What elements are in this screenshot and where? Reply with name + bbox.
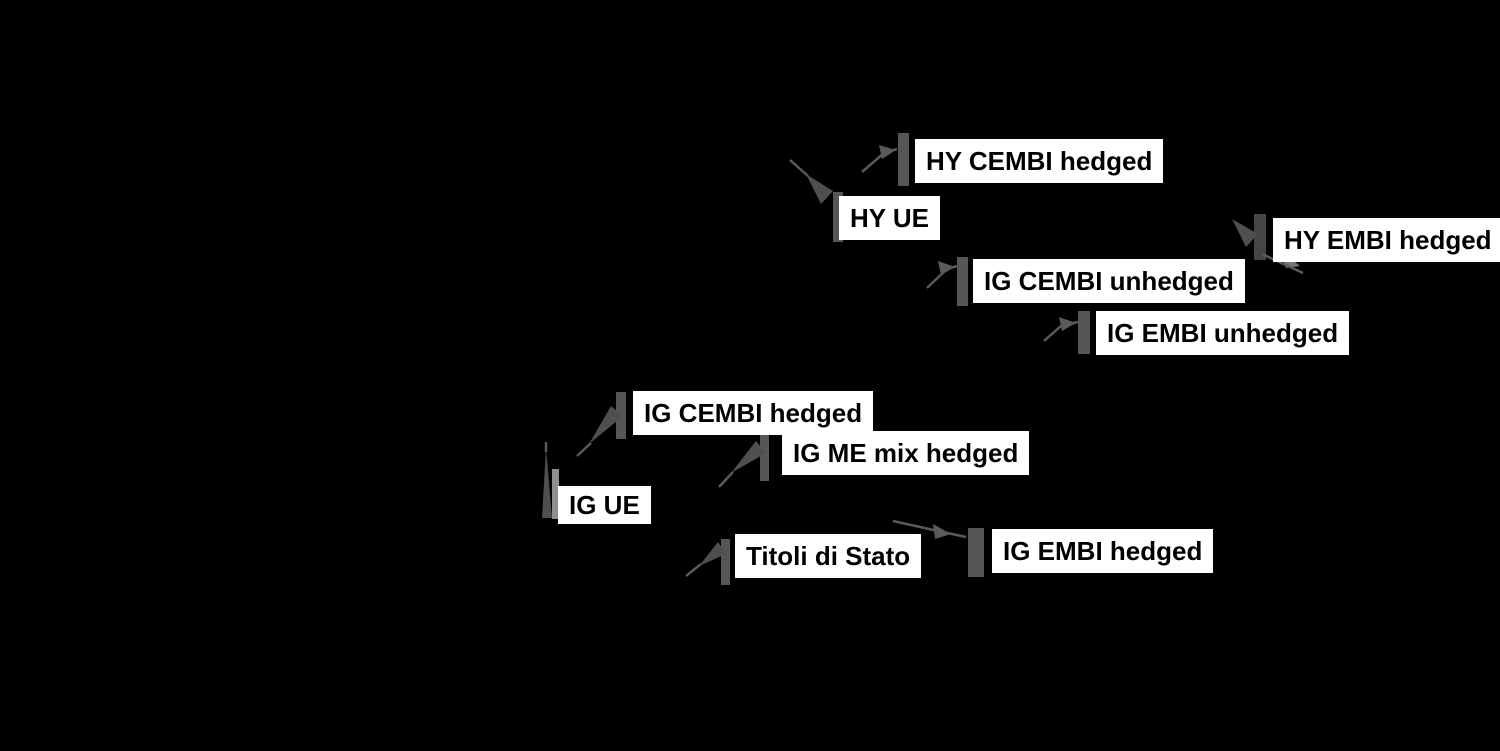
- marker-bar-titoli-di-stato: [721, 539, 730, 585]
- arrow-tail-ig-me-mix-hedged: [718, 471, 734, 488]
- arrow-tail-hy-ue: [789, 159, 809, 177]
- arrow-wedge-ig-cembi-hedged: [589, 406, 623, 444]
- marker-bar-hy-ue: [833, 192, 843, 242]
- annotation-label-ig-ue: IG UE: [558, 486, 651, 524]
- annotation-label-ig-embi-hedged: IG EMBI hedged: [992, 529, 1214, 573]
- marker-bar-hy-embi-hedged: [1254, 214, 1266, 260]
- arrow-wedge-ig-ue: [542, 448, 552, 518]
- annotation-label-ig-embi-unhedged: IG EMBI unhedged: [1096, 311, 1350, 355]
- marker-bar-ig-ue: [552, 469, 559, 519]
- annotation-label-hy-cembi-hedged: HY CEMBI hedged: [915, 139, 1164, 183]
- arrow-wedge-hy-ue: [806, 174, 833, 204]
- marker-bar-ig-me-mix-hedged: [760, 433, 769, 481]
- marker-bar-ig-embi-hedged: [968, 528, 984, 577]
- arrow-tail-hy-embi-hedged: [1261, 252, 1304, 275]
- marker-bar-ig-embi-unhedged: [1078, 311, 1090, 354]
- annotation-label-ig-cembi-unhedged: IG CEMBI unhedged: [973, 259, 1245, 303]
- marker-bar-ig-cembi-unhedged: [957, 257, 968, 306]
- annotation-label-hy-ue: HY UE: [839, 196, 940, 240]
- annotation-label-ig-cembi-hedged: IG CEMBI hedged: [633, 391, 874, 435]
- marker-bar-hy-cembi-hedged: [898, 133, 909, 186]
- arrow-wedge-hy-embi-hedged: [1232, 219, 1258, 247]
- arrow-tail-titoli-di-stato: [685, 563, 702, 577]
- arrow-tail-ig-cembi-hedged: [576, 442, 592, 457]
- arrowhead-ig-cembi-unhedged: [938, 261, 955, 275]
- arrowhead-hy-cembi-hedged: [879, 145, 896, 159]
- annotation-label-ig-me-mix-hedged: IG ME mix hedged: [782, 431, 1030, 475]
- arrowhead-ig-embi-hedged: [933, 524, 951, 539]
- arrow-wedge-ig-me-mix-hedged: [731, 441, 766, 473]
- arrow-wedge-titoli-di-stato: [699, 542, 726, 566]
- arrowhead-ig-embi-unhedged: [1059, 317, 1076, 331]
- annotation-label-hy-embi-hedged: HY EMBI hedged: [1273, 218, 1500, 262]
- annotation-label-titoli-di-stato: Titoli di Stato: [735, 534, 922, 578]
